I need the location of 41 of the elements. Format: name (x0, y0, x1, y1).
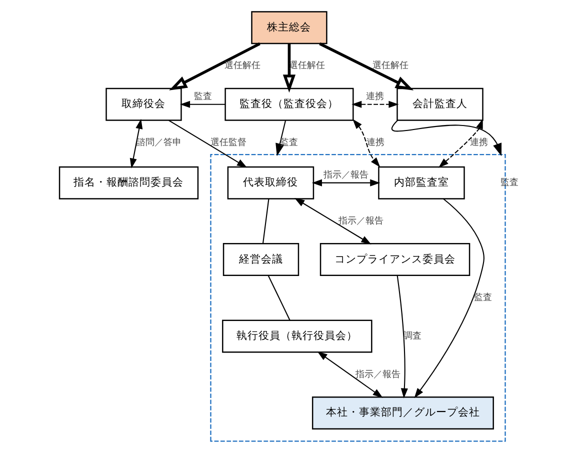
node-box: 本社・事業部門／グループ会社 (311, 396, 494, 430)
edge-label: 指示／報告 (354, 370, 400, 380)
node-box: 取締役会 (105, 88, 182, 121)
arrow (396, 275, 408, 398)
arrow (316, 351, 382, 398)
edge-label: 諮問／答申 (136, 138, 182, 148)
arrow (294, 198, 371, 244)
edge-label: 監査 (194, 92, 212, 102)
edge-label: 指示／報告 (338, 216, 384, 226)
arrow (179, 100, 225, 108)
node-box: 監査役（監査役会） (224, 88, 354, 121)
edge-label: 監査 (474, 293, 492, 304)
arrow (168, 120, 247, 168)
edge-label: 連携 (469, 138, 488, 148)
arrow (391, 120, 502, 156)
arrow (438, 118, 482, 168)
edge-label: 監査 (500, 178, 518, 188)
connector (262, 198, 269, 244)
node-box: 指名・報酬諮問委員会 (58, 166, 198, 200)
edge-label: 選任解任 (372, 61, 408, 72)
arrow (311, 179, 380, 186)
node-box: 執行役員（執行役員会） (222, 320, 372, 353)
arrow (129, 118, 142, 168)
node-box: 内部監査室 (378, 166, 464, 200)
edge-label: 選任監督 (210, 138, 246, 148)
node-box: コンプライアンス委員会 (319, 243, 470, 276)
arrow (318, 42, 414, 90)
arrow (351, 100, 398, 108)
node-box: 代表取締役 (226, 166, 314, 200)
edge-label: 選任解任 (224, 61, 260, 72)
arrow (414, 198, 484, 398)
node-box: 経営会議 (222, 243, 299, 276)
node-box: 会計監査人 (396, 88, 483, 121)
arrow (352, 119, 380, 168)
edge-label: 指示／報告 (323, 170, 368, 181)
connector (267, 275, 290, 320)
edge-label: 連携 (366, 92, 384, 102)
edge-label: 連携 (366, 138, 384, 148)
arrow (168, 42, 260, 90)
arrow (282, 44, 296, 93)
node-box: 株主総会 (250, 11, 327, 44)
